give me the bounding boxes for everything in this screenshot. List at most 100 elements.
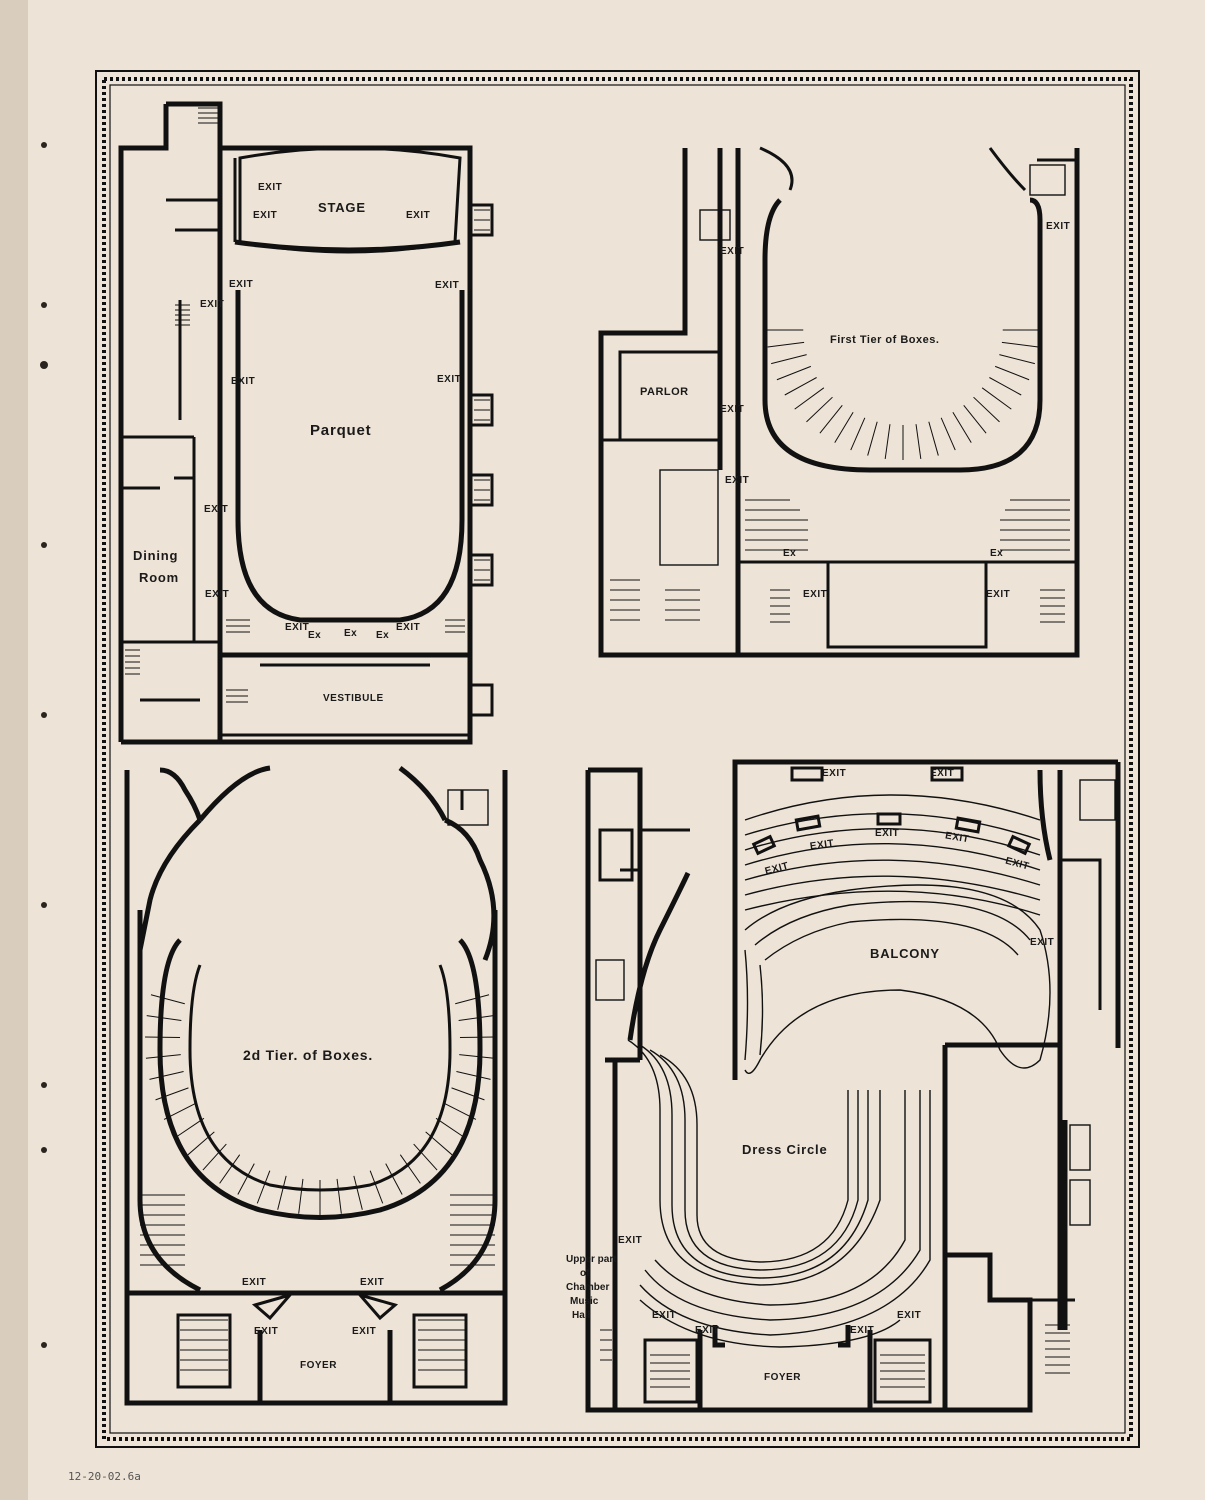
exit-label: EXIT bbox=[360, 1277, 384, 1288]
exit-label: EXIT bbox=[986, 589, 1010, 600]
balcony-seating-arcs bbox=[744, 794, 1051, 1074]
label-stage: STAGE bbox=[318, 200, 366, 215]
label-dress-circle: Dress Circle bbox=[742, 1142, 827, 1157]
exit-label: EXIT bbox=[396, 622, 420, 633]
box-divider bbox=[994, 365, 1030, 381]
first-tier-floor-plan bbox=[598, 146, 1080, 658]
exit-label: EXIT bbox=[875, 828, 899, 839]
box-divider bbox=[336, 1178, 342, 1214]
box-divider bbox=[413, 1143, 438, 1171]
label-dining-2: Room bbox=[139, 570, 179, 585]
box-divider bbox=[915, 424, 922, 459]
box-divider bbox=[794, 387, 825, 410]
exit-label: EXIT bbox=[720, 404, 744, 415]
box-divider bbox=[256, 1170, 271, 1204]
box-divider bbox=[867, 421, 878, 456]
label-parlor: PARLOR bbox=[640, 386, 689, 398]
first-tier-box-dividers bbox=[766, 329, 1040, 460]
box-divider bbox=[353, 1175, 363, 1210]
exit-label: EXIT bbox=[822, 768, 846, 779]
box-divider bbox=[819, 405, 843, 434]
box-divider bbox=[973, 396, 1000, 423]
exit-label: EXIT bbox=[944, 830, 970, 845]
second-tier-floor-plan bbox=[124, 765, 508, 1406]
box-divider bbox=[277, 1175, 287, 1210]
exit-label: EXIT bbox=[204, 504, 228, 515]
exit-label: EXIT bbox=[254, 1326, 278, 1337]
label-chamber-5: Hall bbox=[572, 1310, 591, 1321]
box-divider bbox=[425, 1131, 453, 1156]
label-foyer: FOYER bbox=[300, 1360, 337, 1371]
box-divider bbox=[146, 1015, 182, 1022]
exit-label: EXIT bbox=[725, 475, 749, 486]
box-divider bbox=[145, 1054, 181, 1059]
exit-label: EXIT bbox=[809, 838, 835, 852]
box-divider bbox=[202, 1143, 227, 1171]
box-divider bbox=[928, 421, 939, 456]
ex-label: Ex bbox=[308, 630, 321, 641]
exit-label: EXIT bbox=[1046, 221, 1070, 232]
ex-label: Ex bbox=[783, 548, 796, 559]
box-divider bbox=[459, 1054, 495, 1059]
exit-label: EXIT bbox=[231, 376, 255, 387]
catalog-note: 12-20-02.6a bbox=[68, 1470, 141, 1483]
box-divider bbox=[776, 365, 812, 381]
ex-label: Ex bbox=[376, 630, 389, 641]
label-foyer: FOYER bbox=[764, 1372, 801, 1383]
second-tier-box-dividers bbox=[145, 994, 495, 1215]
box-divider bbox=[399, 1154, 421, 1184]
exit-label: EXIT bbox=[406, 210, 430, 221]
box-divider bbox=[298, 1178, 304, 1214]
parquet-plan-labels: STAGE Parquet VESTIBULE Dining Room EXIT… bbox=[133, 182, 461, 704]
box-divider bbox=[237, 1163, 255, 1195]
box-divider bbox=[459, 1036, 495, 1039]
exit-label: EXIT bbox=[229, 279, 253, 290]
decorative-border bbox=[95, 70, 1140, 1448]
box-divider bbox=[149, 1071, 184, 1080]
box-divider bbox=[1001, 341, 1039, 348]
box-divider bbox=[385, 1163, 403, 1195]
label-vestibule: VESTIBULE bbox=[323, 693, 384, 704]
parquet-floor-plan bbox=[118, 101, 494, 745]
label-chamber-4: Music bbox=[570, 1296, 599, 1307]
label-chamber-1: Upper part bbox=[566, 1254, 617, 1265]
exit-label: EXIT bbox=[242, 1277, 266, 1288]
exit-label: EXIT bbox=[258, 182, 282, 193]
box-divider bbox=[451, 1087, 485, 1101]
box-divider bbox=[884, 424, 891, 459]
label-balcony: BALCONY bbox=[870, 946, 940, 961]
box-divider bbox=[444, 1103, 477, 1120]
binding-holes bbox=[40, 142, 48, 1348]
exit-label: EXIT bbox=[695, 1325, 719, 1336]
box-divider bbox=[989, 377, 1022, 396]
box-divider bbox=[163, 1103, 196, 1120]
box-divider bbox=[771, 354, 807, 365]
exit-label: EXIT bbox=[435, 280, 459, 291]
exit-label: EXIT bbox=[205, 589, 229, 600]
exit-label: EXIT bbox=[285, 622, 309, 633]
box-divider bbox=[952, 412, 972, 443]
ex-label: Ex bbox=[344, 628, 357, 639]
box-divider bbox=[834, 412, 854, 443]
exit-label: EXIT bbox=[618, 1235, 642, 1246]
box-divider bbox=[455, 994, 490, 1005]
label-chamber-2: of bbox=[580, 1268, 590, 1279]
box-divider bbox=[435, 1117, 466, 1139]
box-divider bbox=[155, 1087, 189, 1101]
exit-label: EXIT bbox=[652, 1310, 676, 1321]
box-divider bbox=[187, 1131, 215, 1156]
dress-circle-seating-arcs bbox=[627, 1039, 931, 1348]
label-first-tier: First Tier of Boxes. bbox=[830, 334, 939, 346]
box-divider bbox=[784, 377, 817, 396]
exit-label: EXIT bbox=[803, 589, 827, 600]
box-divider bbox=[456, 1071, 491, 1080]
exit-label: EXIT bbox=[850, 1325, 874, 1336]
exit-label: EXIT bbox=[437, 374, 461, 385]
exit-label: EXIT bbox=[930, 768, 954, 779]
box-divider bbox=[458, 1015, 494, 1022]
box-divider bbox=[219, 1154, 241, 1184]
balcony-floor-plan bbox=[585, 759, 1121, 1413]
box-divider bbox=[174, 1117, 205, 1139]
box-divider bbox=[981, 387, 1012, 410]
